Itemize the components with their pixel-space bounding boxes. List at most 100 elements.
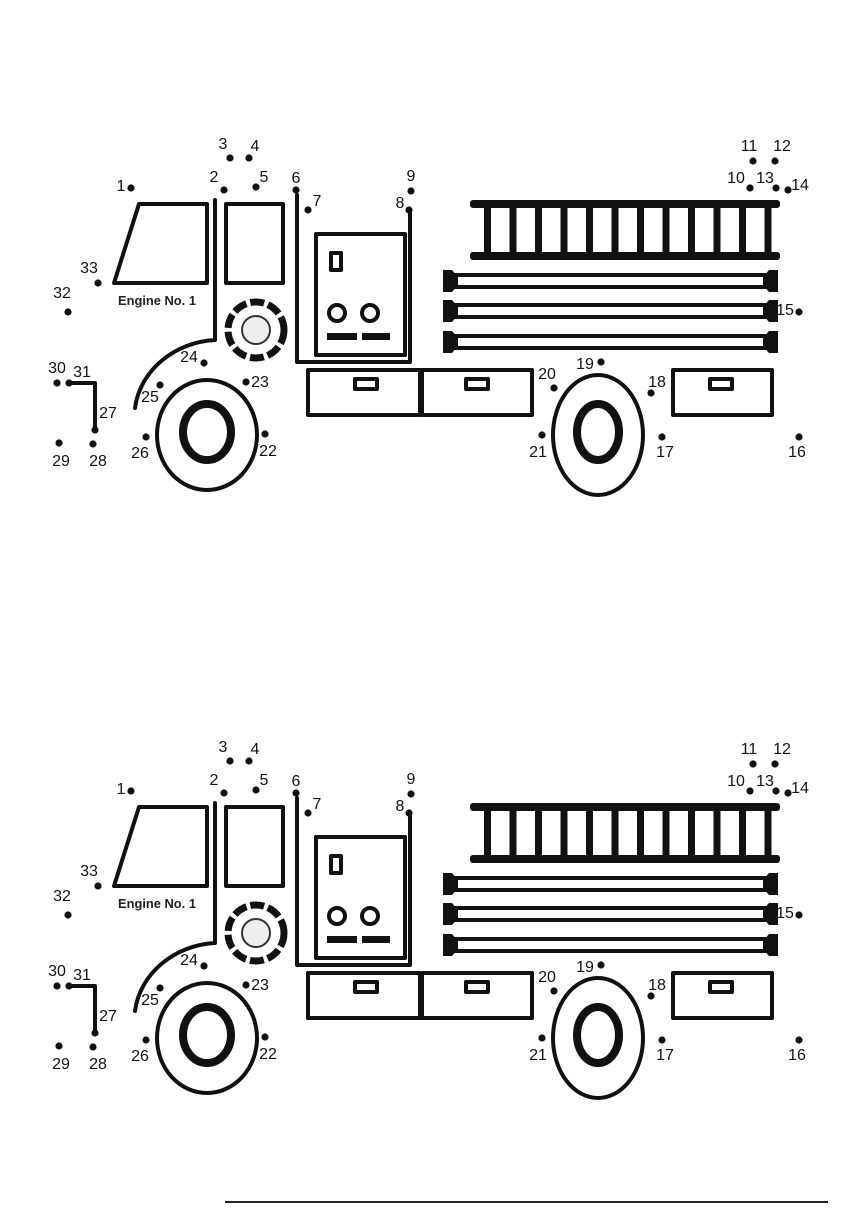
dot-number: 22	[259, 1046, 277, 1063]
dot-number: 16	[788, 1047, 806, 1064]
dot-number: 23	[251, 977, 269, 994]
dot-number: 6	[292, 773, 301, 790]
dot	[55, 439, 63, 447]
dot	[771, 760, 779, 768]
dot	[65, 379, 73, 387]
dot	[245, 154, 253, 162]
dot	[89, 440, 97, 448]
dot-number: 26	[131, 1048, 149, 1065]
dot	[127, 787, 135, 795]
dot	[91, 1029, 99, 1037]
dot	[94, 882, 102, 890]
dot-number: 10	[727, 170, 745, 187]
dot	[261, 430, 269, 438]
dot-number: 20	[538, 969, 556, 986]
dot	[64, 308, 72, 316]
dot-number: 1	[117, 781, 126, 798]
dot-number: 33	[80, 260, 98, 277]
dot	[94, 279, 102, 287]
dot-number: 30	[48, 963, 66, 980]
dot-number: 31	[73, 364, 91, 381]
dot-number: 23	[251, 374, 269, 391]
dot	[749, 157, 757, 165]
dot-number: 15	[776, 302, 794, 319]
dot-number: 19	[576, 356, 594, 373]
dot	[53, 379, 61, 387]
dot	[252, 786, 260, 794]
dot-number: 16	[788, 444, 806, 461]
dot	[156, 381, 164, 389]
dot	[142, 1036, 150, 1044]
dot	[538, 1034, 546, 1042]
dot	[647, 389, 655, 397]
dot	[304, 809, 312, 817]
dot	[292, 789, 300, 797]
dot-number: 26	[131, 445, 149, 462]
dot-number: 3	[219, 739, 228, 756]
dot	[252, 183, 260, 191]
dot-number: 1	[117, 178, 126, 195]
dot-number: 13	[756, 773, 774, 790]
dot-number: 32	[53, 888, 71, 905]
dot-number: 28	[89, 1056, 107, 1073]
dot	[772, 184, 780, 192]
dot-number: 31	[73, 967, 91, 984]
dot	[200, 359, 208, 367]
dot-number: 12	[773, 138, 791, 155]
dot-number: 2	[210, 772, 219, 789]
dot	[538, 431, 546, 439]
dot	[795, 911, 803, 919]
dot	[795, 1036, 803, 1044]
dot	[795, 308, 803, 316]
dot	[784, 186, 792, 194]
dot-number: 5	[260, 772, 269, 789]
dot	[658, 1036, 666, 1044]
dot	[749, 760, 757, 768]
dot	[200, 962, 208, 970]
dot-number: 27	[99, 1008, 117, 1025]
dot-number: 20	[538, 366, 556, 383]
dot-number: 29	[52, 1056, 70, 1073]
dot-number: 25	[141, 992, 159, 1009]
dot	[597, 358, 605, 366]
dot-number: 5	[260, 169, 269, 186]
dot-number: 14	[791, 177, 809, 194]
dot	[550, 384, 558, 392]
dot-number: 11	[741, 741, 758, 758]
dot	[597, 961, 605, 969]
dot-number: 18	[648, 374, 666, 391]
dot-number: 18	[648, 977, 666, 994]
dot	[142, 433, 150, 441]
dot	[772, 787, 780, 795]
dot-number: 15	[776, 905, 794, 922]
dot-number: 28	[89, 453, 107, 470]
dot-number: 9	[407, 771, 416, 788]
dot-number: 19	[576, 959, 594, 976]
dot	[245, 757, 253, 765]
dot-number: 33	[80, 863, 98, 880]
dot-number: 24	[180, 349, 198, 366]
dot	[220, 186, 228, 194]
dot-number: 27	[99, 405, 117, 422]
dot-number: 17	[656, 444, 674, 461]
dot-number: 11	[741, 138, 758, 155]
dot	[407, 187, 415, 195]
dot-number: 22	[259, 443, 277, 460]
dot-number: 13	[756, 170, 774, 187]
dot-number: 9	[407, 168, 416, 185]
dot	[746, 787, 754, 795]
dot-number: 12	[773, 741, 791, 758]
dot	[89, 1043, 97, 1051]
dot	[55, 1042, 63, 1050]
dot	[127, 184, 135, 192]
dot	[220, 789, 228, 797]
dot-number: 7	[313, 193, 322, 210]
dot	[64, 911, 72, 919]
dot-number: 14	[791, 780, 809, 797]
dot-number: 6	[292, 170, 301, 187]
dot	[226, 154, 234, 162]
dot-number: 21	[529, 444, 547, 461]
